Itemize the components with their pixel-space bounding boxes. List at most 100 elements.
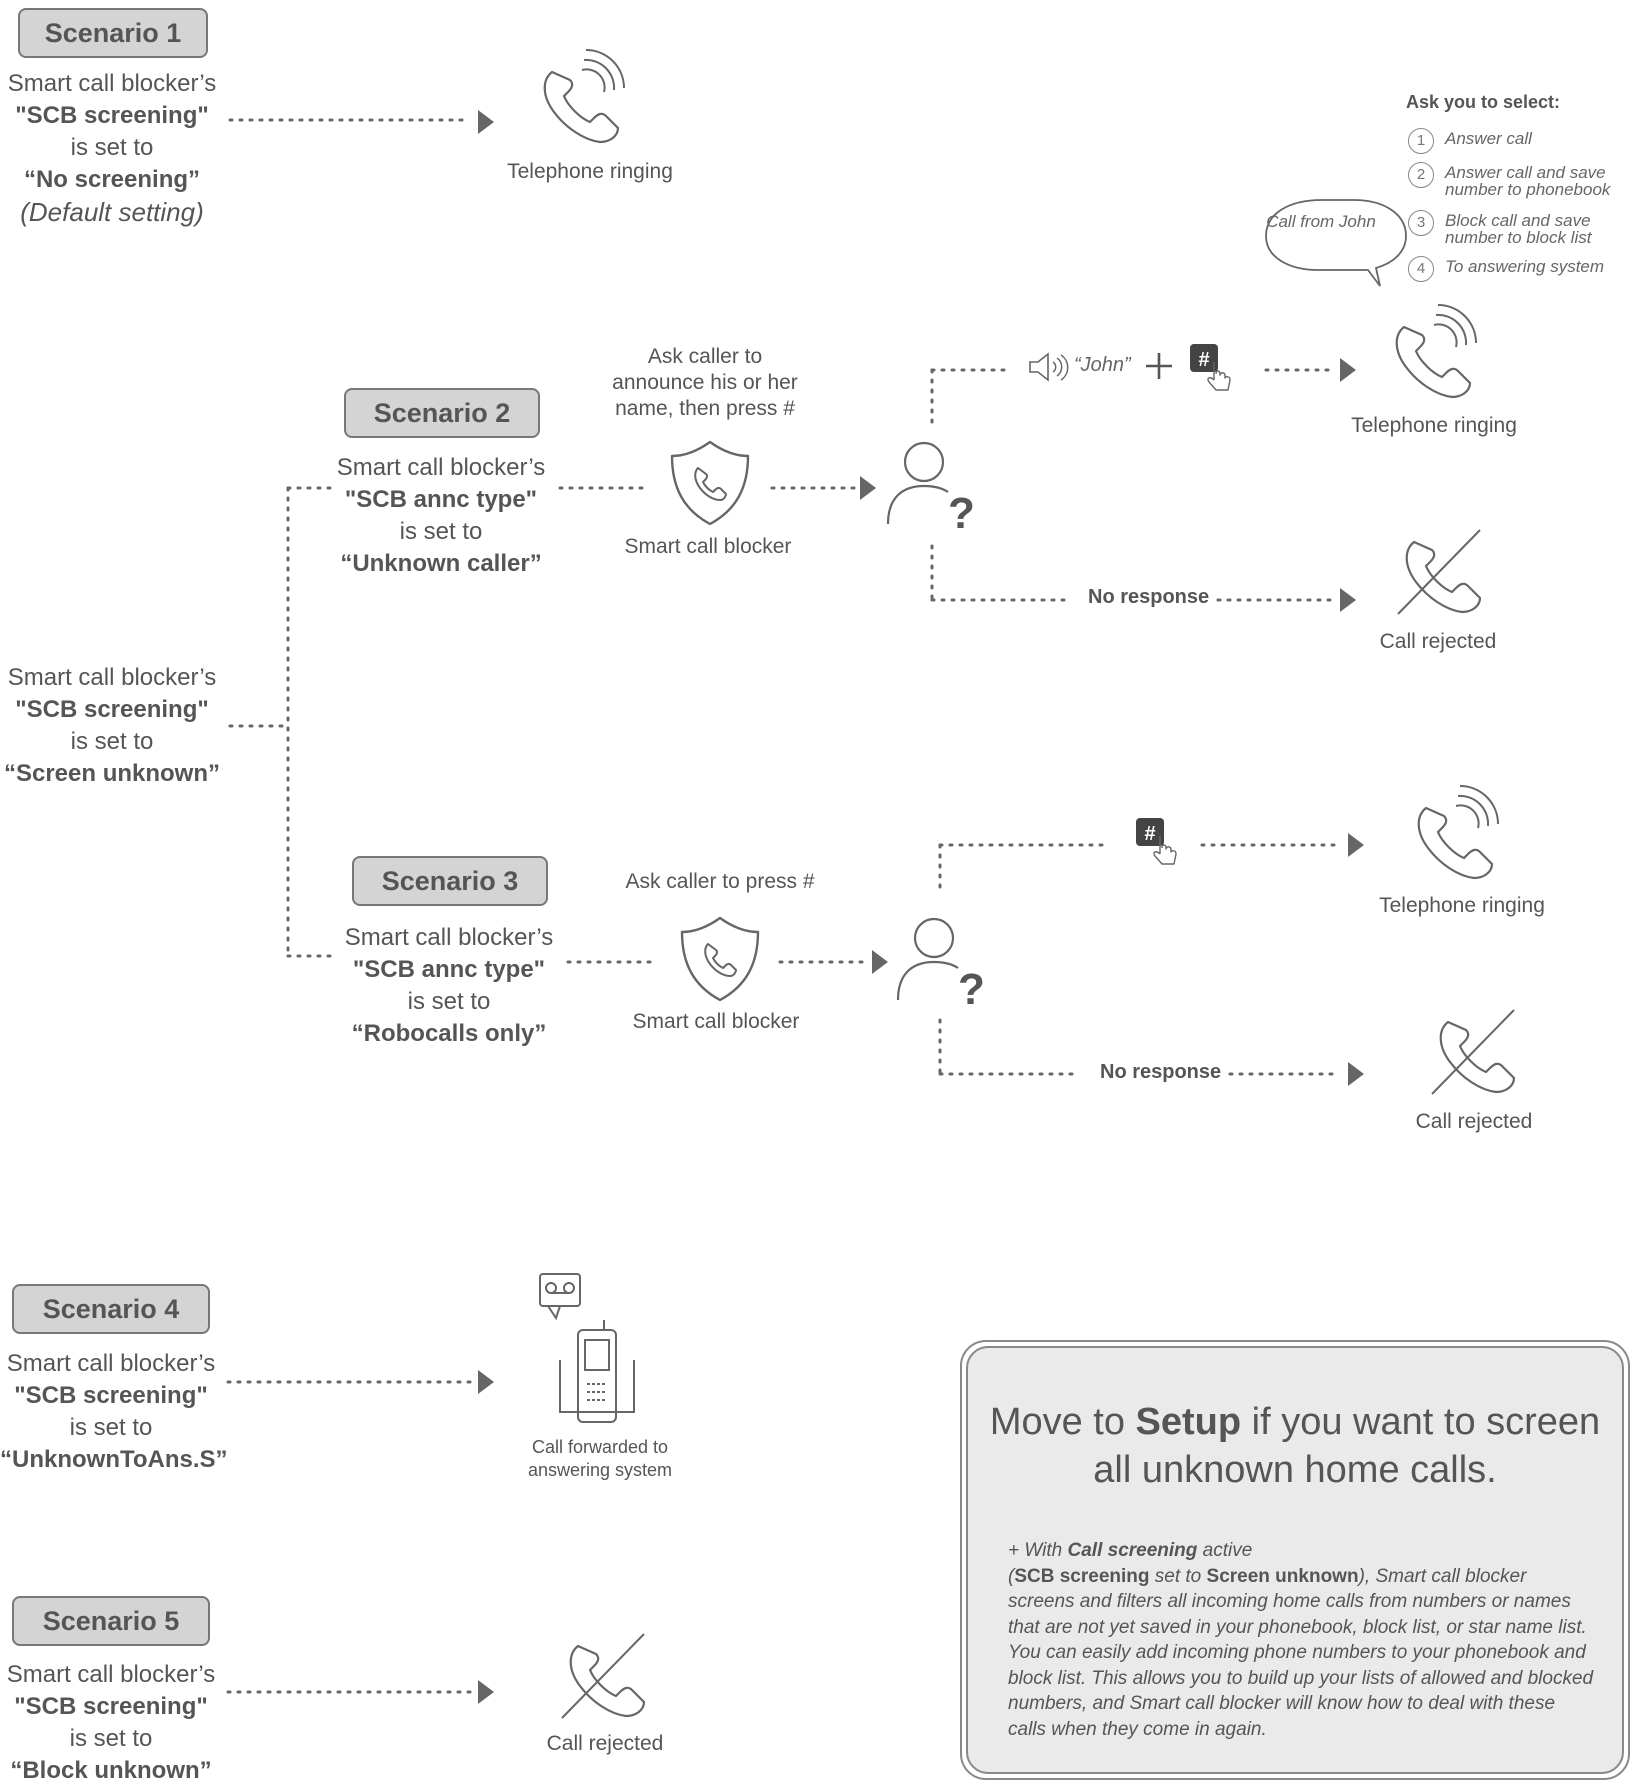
scenario-4-badge: Scenario 4: [12, 1284, 210, 1334]
no-response-label: No response: [1100, 1061, 1222, 1083]
option-text: Block call and save number to block list: [1445, 211, 1592, 247]
setting-name: "SCB screening": [14, 1382, 208, 1409]
setup-note-box: Move to Setup if you want to screen all …: [960, 1340, 1630, 1780]
scenario-5-badge: Scenario 5: [12, 1596, 210, 1646]
speaker-icon: [1029, 352, 1069, 382]
speech-bubble: [1265, 199, 1407, 287]
setup-note-inner: Move to Setup if you want to screen all …: [966, 1346, 1624, 1774]
scenario-3-badge: Scenario 3: [352, 856, 548, 906]
setting-line: Smart call blocker’s: [336, 454, 546, 481]
hash-key-icon: [1189, 343, 1231, 391]
option-number: 1: [1408, 128, 1434, 154]
telephone-ringing-label: Telephone ringing: [1379, 894, 1545, 917]
setting-line: is set to: [407, 988, 491, 1015]
setup-link-text: Setup: [1135, 1401, 1242, 1443]
answering-system-icon: [539, 1273, 635, 1423]
arrow-s2-rejected: [1340, 588, 1356, 612]
screen-unknown-setting: Smart call blocker’s "SCB screening" is …: [0, 662, 224, 790]
option-text: Answer call: [1445, 129, 1532, 148]
option-text: To answering system: [1445, 257, 1605, 276]
body-part: set to: [1154, 1565, 1202, 1587]
setting-line: is set to: [69, 1725, 153, 1752]
arrow-s5: [478, 1680, 494, 1704]
option-item: 1 Answer call: [1408, 128, 1635, 154]
ask-select-title: Ask you to select:: [1406, 92, 1561, 112]
arrow-s3-rejected: [1348, 1062, 1364, 1086]
voice-name-text: “John”: [1074, 354, 1131, 376]
setting-value: “No screening”: [23, 166, 201, 193]
heading-part: if you want to screen all unknown home c…: [1093, 1401, 1601, 1491]
shield-icon: [680, 916, 760, 1002]
option-number: 2: [1408, 162, 1434, 188]
plus-icon: [1146, 353, 1172, 379]
rejected-phone-icon: [1430, 1008, 1516, 1096]
scenario-1-setting: Smart call blocker’s "SCB screening" is …: [0, 68, 224, 228]
option-number: 3: [1408, 210, 1434, 236]
connector-lines: [226, 118, 1342, 1694]
option-text: Answer call and save number to phonebook: [1445, 163, 1611, 199]
scenario-2-setting: Smart call blocker’s "SCB annc type" is …: [322, 452, 560, 580]
setting-line: is set to: [70, 134, 154, 161]
setup-note-body: + With Call screening active (SCB screen…: [1008, 1538, 1594, 1742]
press-hash-prompt: Ask caller to press #: [625, 870, 815, 893]
setting-value: “UnknownToAns.S”: [0, 1446, 228, 1473]
arrow-s3-person: [872, 950, 888, 974]
body-part: + With: [1008, 1540, 1063, 1561]
rejected-phone-icon: [1396, 528, 1482, 616]
announce-prompt: Ask caller to announce his or her name, …: [612, 345, 798, 420]
option-number: 4: [1408, 256, 1434, 282]
arrow-s3-ringing: [1348, 833, 1364, 857]
body-emphasis: Call screening: [1067, 1540, 1198, 1561]
default-note: (Default setting): [20, 197, 204, 227]
body-emphasis: SCB screening: [1014, 1565, 1150, 1587]
answering-system-label: Call forwarded to answering system: [527, 1437, 673, 1480]
setting-name: "SCB annc type": [352, 956, 546, 983]
speech-bubble-text: Call from John: [1266, 212, 1376, 231]
unknown-caller-icon: [886, 441, 976, 540]
setting-name: "SCB screening": [14, 1693, 208, 1720]
setting-line: Smart call blocker’s: [6, 1350, 216, 1377]
option-item: 2 Answer call and save number to phonebo…: [1408, 162, 1635, 199]
scenario-5-setting: Smart call blocker’s "SCB screening" is …: [0, 1659, 222, 1787]
setting-value: “Unknown caller”: [340, 550, 542, 577]
unknown-caller-icon: [896, 917, 986, 1016]
ringing-phone-icon: [1395, 303, 1478, 399]
option-item: 3 Block call and save number to block li…: [1408, 210, 1635, 247]
telephone-ringing-label: Telephone ringing: [1351, 414, 1517, 437]
arrow-s2-person: [860, 476, 876, 500]
shield-icon: [670, 440, 750, 526]
scenario-4-setting: Smart call blocker’s "SCB screening" is …: [0, 1348, 228, 1476]
body-part: active: [1202, 1540, 1253, 1561]
scenario-3-setting: Smart call blocker’s "SCB annc type" is …: [330, 922, 568, 1050]
hash-key-icon: [1135, 817, 1177, 865]
setting-value: “Block unknown”: [10, 1757, 212, 1784]
setting-name: "SCB screening": [15, 102, 209, 129]
body-emphasis: Screen unknown: [1206, 1565, 1359, 1587]
call-rejected-label: Call rejected: [1415, 1110, 1533, 1133]
setting-line: Smart call blocker’s: [6, 1661, 216, 1688]
setup-note-heading: Move to Setup if you want to screen all …: [968, 1398, 1622, 1494]
setting-line: is set to: [69, 1414, 153, 1441]
body-part: ), Smart call blocker screens and filter…: [1008, 1565, 1594, 1740]
no-response-label: No response: [1088, 586, 1210, 608]
ringing-phone-icon: [1417, 784, 1500, 880]
body-part: (: [1008, 1565, 1015, 1587]
setting-value: “Robocalls only”: [351, 1020, 547, 1047]
setting-line: is set to: [70, 728, 154, 755]
smart-call-blocker-label: Smart call blocker: [624, 535, 792, 558]
option-item: 4 To answering system: [1408, 256, 1635, 282]
arrow-s4: [478, 1370, 494, 1394]
call-rejected-label: Call rejected: [546, 1732, 664, 1755]
arrow-s1: [478, 110, 494, 134]
setting-line: Smart call blocker’s: [7, 664, 217, 691]
scenario-2-badge: Scenario 2: [344, 388, 540, 438]
setting-line: Smart call blocker’s: [7, 70, 217, 97]
ringing-phone-icon: [543, 48, 626, 144]
arrowheads: [478, 110, 1364, 1704]
arrow-s2-ringing: [1340, 358, 1356, 382]
telephone-ringing-label: Telephone ringing: [507, 160, 673, 183]
setting-line: is set to: [399, 518, 483, 545]
scenario-1-badge: Scenario 1: [18, 8, 208, 58]
setting-line: Smart call blocker’s: [344, 924, 554, 951]
